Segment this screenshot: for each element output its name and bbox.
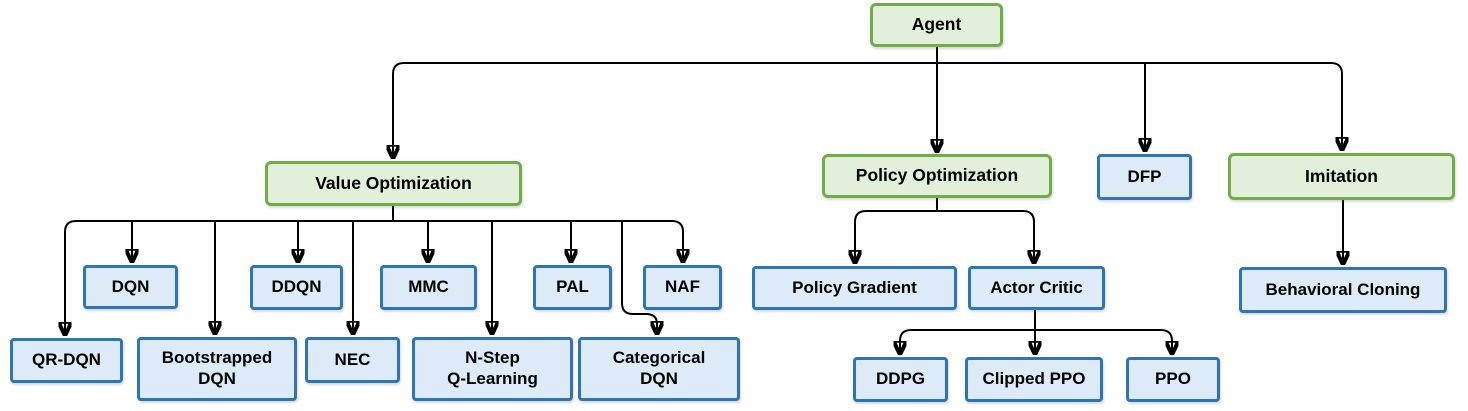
node-label-policy-optimization: Policy Optimization: [855, 165, 1019, 186]
node-label-n-step-q-learning: N-Step Q-Learning: [447, 348, 538, 388]
edge-policy-optimization-actor-critic: [937, 210, 1034, 263]
node-nec: NEC: [305, 337, 400, 383]
edge-agent-value-optimization: [393, 62, 937, 158]
node-label-policy-gradient: Policy Gradient: [792, 277, 917, 297]
node-actor-critic: Actor Critic: [968, 266, 1105, 310]
node-imitation: Imitation: [1228, 153, 1455, 200]
node-label-nec: NEC: [334, 349, 371, 369]
node-bootstrapped-dqn: Bootstrapped DQN: [137, 337, 297, 401]
node-dqn: DQN: [83, 265, 178, 309]
node-label-ddpg: DDPG: [875, 369, 926, 389]
node-dfp: DFP: [1097, 154, 1192, 200]
node-label-ddqn: DDQN: [271, 277, 322, 297]
node-label-bootstrapped-dqn: Bootstrapped DQN: [161, 348, 273, 388]
edge-policy-optimization-policy-gradient: [855, 210, 937, 263]
node-pal: PAL: [533, 265, 612, 310]
node-label-naf: NAF: [665, 277, 700, 297]
node-naf: NAF: [643, 265, 722, 310]
node-label-imitation: Imitation: [1305, 165, 1378, 186]
node-label-qr-dqn: QR-DQN: [32, 350, 101, 370]
node-label-dfp: DFP: [1127, 166, 1162, 186]
node-clipped-ppo: Clipped PPO: [965, 357, 1103, 402]
node-label-pal: PAL: [556, 277, 589, 297]
node-label-categorical-dqn: Categorical DQN: [612, 348, 706, 388]
node-ddpg: DDPG: [853, 357, 948, 402]
edge-agent-imitation: [937, 62, 1342, 150]
edge-actor-critic-ppo: [1035, 329, 1172, 354]
node-behavioral-cloning: Behavioral Cloning: [1239, 267, 1447, 313]
node-value-optimization: Value Optimization: [265, 161, 522, 206]
node-policy-optimization: Policy Optimization: [822, 154, 1052, 198]
node-label-actor-critic: Actor Critic: [990, 277, 1083, 297]
node-label-agent: Agent: [911, 14, 962, 35]
node-label-mmc: MMC: [408, 277, 449, 297]
edge-actor-critic-ddpg: [900, 329, 1035, 354]
node-label-clipped-ppo: Clipped PPO: [982, 369, 1086, 389]
node-agent: Agent: [870, 3, 1003, 47]
edge-value-optimization-qr-dqn: [65, 220, 393, 335]
node-label-ppo: PPO: [1155, 369, 1191, 389]
node-categorical-dqn: Categorical DQN: [578, 337, 740, 401]
node-mmc: MMC: [380, 265, 477, 310]
node-label-behavioral-cloning: Behavioral Cloning: [1265, 279, 1421, 299]
node-policy-gradient: Policy Gradient: [752, 266, 957, 310]
node-label-value-optimization: Value Optimization: [315, 172, 472, 193]
edge-value-optimization-categorical-dqn: [621, 221, 657, 334]
node-qr-dqn: QR-DQN: [10, 338, 123, 383]
node-ddqn: DDQN: [250, 265, 343, 310]
node-label-dqn: DQN: [111, 276, 150, 296]
edge-value-optimization-naf: [393, 220, 683, 262]
node-n-step-q-learning: N-Step Q-Learning: [412, 337, 573, 401]
node-ppo: PPO: [1126, 357, 1220, 402]
